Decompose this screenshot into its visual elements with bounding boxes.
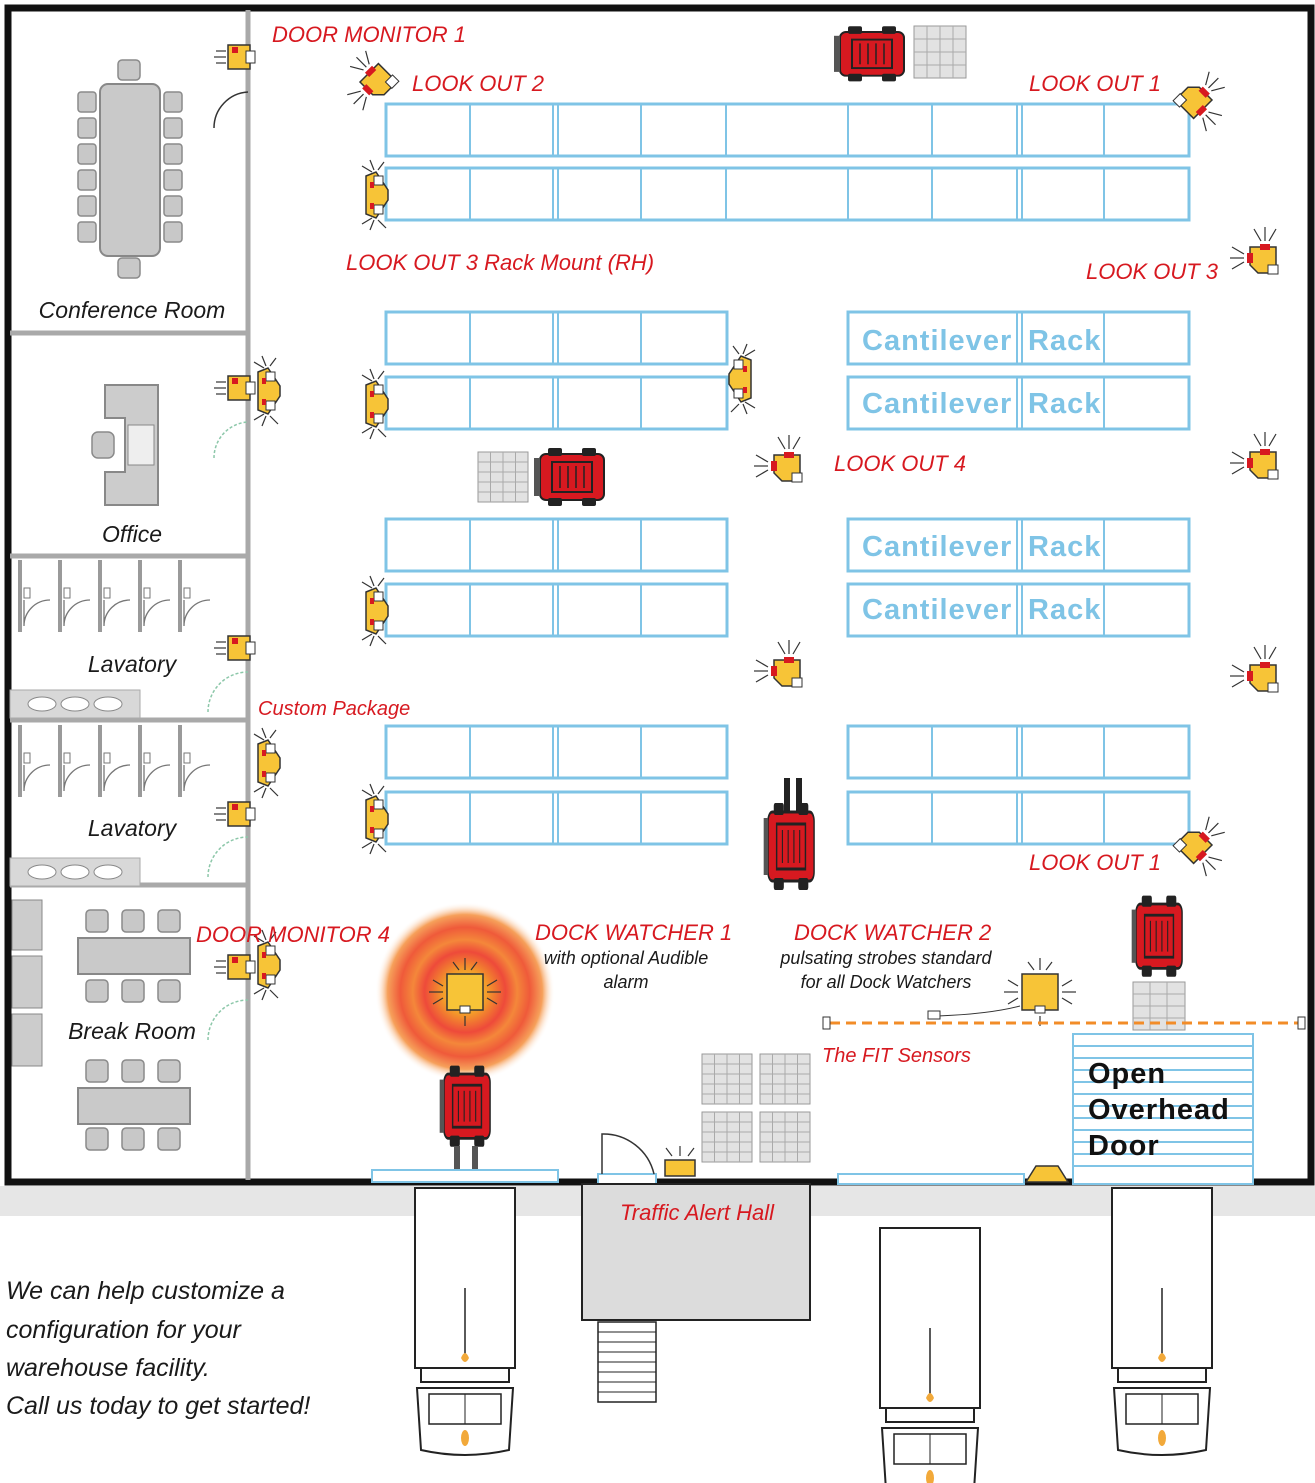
dock-watcher-2-note: pulsating strobes standard bbox=[779, 948, 992, 968]
look-out-3-rack-label: LOOK OUT 3 Rack Mount (RH) bbox=[346, 250, 654, 275]
forklift-top bbox=[833, 25, 967, 83]
door-monitor-1-label: DOOR MONITOR 1 bbox=[272, 22, 466, 47]
office-desk bbox=[91, 384, 159, 506]
cantilever-label: Cantilever bbox=[862, 325, 1012, 357]
traffic-alert-hall-label: Traffic Alert Hall bbox=[620, 1200, 775, 1225]
cantilever-label: Cantilever bbox=[862, 531, 1012, 563]
rack-row-2 bbox=[384, 166, 1191, 222]
cantilever-rack-block bbox=[846, 310, 1191, 846]
look-out-4-label: LOOK OUT 4 bbox=[834, 451, 966, 476]
footer-line-1: We can help customize a bbox=[6, 1277, 285, 1305]
rack-left-block bbox=[384, 310, 729, 846]
conference-table bbox=[77, 59, 183, 279]
overhead-door-line-1: Open bbox=[1088, 1058, 1166, 1090]
dock-watcher-2-label: DOCK WATCHER 2 bbox=[794, 920, 991, 945]
overhead-door bbox=[1072, 1033, 1254, 1185]
lavatory-2-label: Lavatory bbox=[88, 815, 178, 841]
look-out-1-bottom-label: LOOK OUT 1 bbox=[1029, 850, 1161, 875]
rack-row-1 bbox=[384, 102, 1191, 158]
office-label: Office bbox=[102, 521, 162, 547]
lavatory-1-label: Lavatory bbox=[88, 651, 178, 677]
truck-middle bbox=[879, 1227, 981, 1483]
fit-sensors-label: The FIT Sensors bbox=[822, 1045, 971, 1067]
rack-label: Rack bbox=[1028, 388, 1101, 420]
dock-watcher-2-note: for all Dock Watchers bbox=[801, 972, 972, 992]
conference-room-label: Conference Room bbox=[39, 297, 226, 323]
break-room-furniture bbox=[11, 899, 191, 1151]
door-monitor-4-label: DOOR MONITOR 4 bbox=[196, 922, 390, 947]
footer-line-4: Call us today to get started! bbox=[6, 1392, 310, 1420]
look-out-2-label: LOOK OUT 2 bbox=[412, 71, 544, 96]
overhead-door-line-3: Door bbox=[1088, 1130, 1160, 1162]
forklift-dock-right bbox=[1130, 894, 1186, 1031]
cantilever-label: Cantilever bbox=[862, 388, 1012, 420]
footer-line-3: warehouse facility. bbox=[6, 1354, 210, 1382]
break-room-label: Break Room bbox=[68, 1018, 196, 1044]
rack-label: Rack bbox=[1028, 594, 1101, 626]
rack-label: Rack bbox=[1028, 531, 1101, 563]
look-out-1-top-label: LOOK OUT 1 bbox=[1029, 71, 1161, 96]
footer-line-2: configuration for your bbox=[6, 1316, 243, 1344]
rack-label: Rack bbox=[1028, 325, 1101, 357]
cantilever-label: Cantilever bbox=[862, 594, 1012, 626]
truck-left bbox=[414, 1187, 516, 1456]
dock-watcher-1-note: with optional Audible bbox=[544, 948, 708, 968]
forklift-aisle bbox=[762, 778, 816, 892]
traffic-alert-hall bbox=[581, 1183, 811, 1321]
overhead-door-line-2: Overhead bbox=[1088, 1094, 1230, 1126]
dock-watcher-1-label: DOCK WATCHER 1 bbox=[535, 920, 732, 945]
look-out-3-label: LOOK OUT 3 bbox=[1086, 259, 1219, 284]
forklift-mid bbox=[477, 447, 605, 507]
dock-watcher-1-note: alarm bbox=[603, 972, 648, 992]
custom-package-label: Custom Package bbox=[258, 698, 410, 720]
truck-right bbox=[1111, 1187, 1213, 1456]
